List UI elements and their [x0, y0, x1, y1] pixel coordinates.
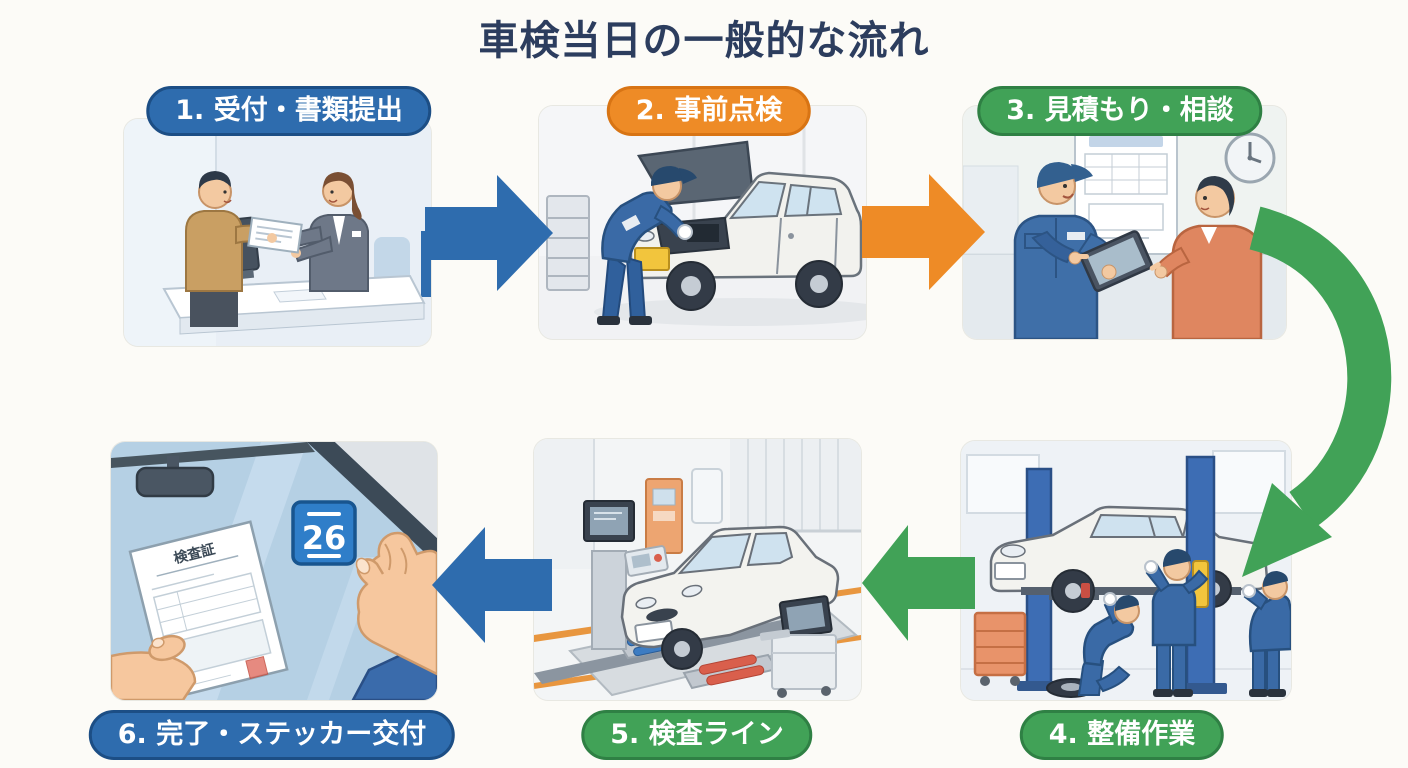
wall-banner [421, 231, 431, 297]
tool-cart [973, 611, 1027, 677]
page-title: 車検当日の一般的な流れ [478, 18, 930, 64]
step-label-2: 2. 事前点検 [606, 86, 812, 136]
step-2-panel [539, 106, 866, 339]
step-label-5: 5. 検査ライン [581, 710, 813, 760]
sticker-number: 26 [302, 519, 347, 557]
right-hand [351, 531, 437, 700]
step-4-panel [961, 441, 1291, 700]
step-label-6: 6. 完了・ステッカー交付 [88, 710, 456, 760]
estimate-sheet [1074, 125, 1178, 255]
customer-figure [1171, 224, 1263, 339]
mechanic-cap [651, 166, 685, 186]
arrow-step1-to-step2 [425, 175, 553, 291]
mechanic-figure [601, 191, 673, 264]
monitor-kiosk [591, 550, 627, 650]
step-label-4: 4. 整備作業 [1019, 710, 1225, 760]
lift-work-illustration [961, 441, 1291, 700]
step-label-1: 1. 受付・書類提出 [146, 86, 432, 136]
sticker-illustration: 26 検査証 [111, 442, 437, 700]
consultation-illustration [963, 106, 1286, 339]
arrow-step4-to-step5 [862, 525, 975, 641]
step-label-3: 3. 見積もり・相談 [977, 86, 1263, 136]
brake-caliper [1081, 583, 1090, 598]
step-1-panel [124, 119, 431, 346]
customer-figure [185, 210, 243, 292]
step-6-panel: 26 検査証 [111, 442, 437, 700]
inspection-line-illustration [534, 439, 861, 700]
mechanic-cap [1037, 162, 1077, 188]
monitor-cart [759, 595, 837, 698]
inspection-sticker: 26 [291, 500, 357, 566]
step-3-panel [963, 106, 1286, 339]
mechanic-figure [1082, 612, 1135, 667]
left-hand [111, 651, 197, 700]
yellow-license-plate [634, 247, 670, 271]
wall-clock-icon [1224, 132, 1276, 184]
reception-illustration [124, 119, 431, 346]
garage-door [730, 439, 861, 531]
red-seal-stamp [245, 656, 269, 680]
step-5-panel [534, 439, 861, 700]
rearview-mirror-icon [135, 456, 215, 498]
engine-check-illustration [539, 106, 866, 339]
red-rollers [698, 654, 765, 686]
